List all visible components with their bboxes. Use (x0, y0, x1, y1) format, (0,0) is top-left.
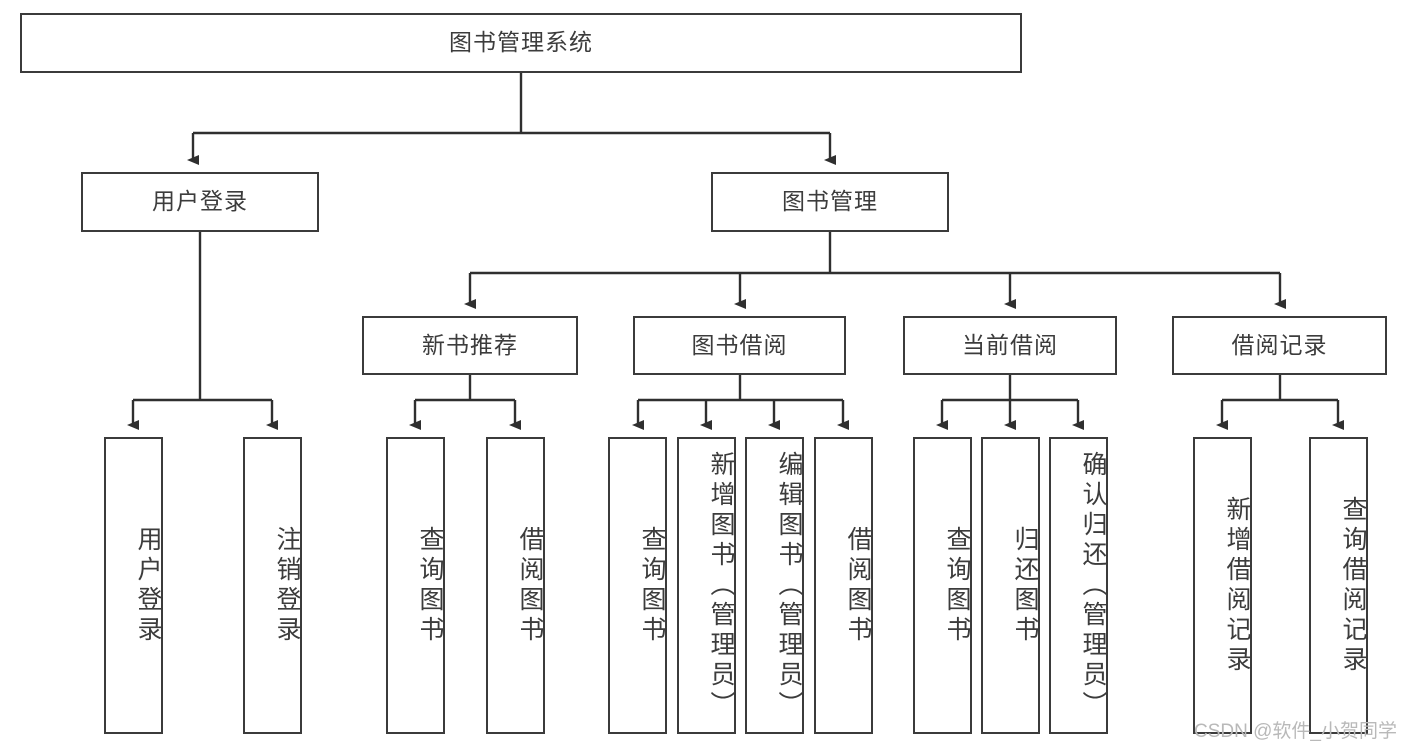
node-label: 借阅图书 (844, 525, 872, 646)
node-current-borrow[interactable]: 当前借阅 (903, 316, 1117, 375)
leaf-new-book-borrow[interactable]: 借阅图书 (486, 437, 545, 734)
node-label: 借阅图书 (516, 525, 544, 646)
csdn-watermark: CSDN @软件_小贺同学 (1194, 721, 1397, 742)
node-label: 查询图书 (416, 525, 444, 646)
node-label: 图书借阅 (691, 331, 788, 358)
node-label: 编辑图书（管理员） (775, 450, 803, 721)
node-label: 用户登录 (134, 525, 162, 646)
node-label: 查询图书 (638, 525, 666, 646)
node-label: 图书管理系统 (449, 29, 593, 56)
leaf-borrow-record-query[interactable]: 查询借阅记录 (1309, 437, 1368, 734)
leaf-new-book-query[interactable]: 查询图书 (386, 437, 445, 734)
node-label: 新增借阅记录 (1223, 495, 1251, 676)
leaf-user-login-logout[interactable]: 注销登录 (243, 437, 302, 734)
node-label: 图书管理 (782, 188, 878, 215)
node-book-management[interactable]: 图书管理 (711, 172, 949, 232)
leaf-book-borrow-add[interactable]: 新增图书（管理员） (677, 437, 736, 734)
leaf-user-login-login[interactable]: 用户登录 (104, 437, 163, 734)
leaf-current-borrow-confirm-return[interactable]: 确认归还（管理员） (1049, 437, 1108, 734)
node-label: 新书推荐 (422, 331, 518, 358)
node-label: 归还图书 (1011, 525, 1039, 646)
leaf-book-borrow-edit[interactable]: 编辑图书（管理员） (745, 437, 804, 734)
node-label: 注销登录 (273, 525, 301, 646)
node-borrow-record[interactable]: 借阅记录 (1172, 316, 1387, 375)
node-label: 借阅记录 (1231, 331, 1328, 358)
node-label: 查询图书 (943, 525, 971, 646)
node-label: 查询借阅记录 (1339, 495, 1367, 676)
node-label: 新增图书（管理员） (707, 450, 735, 721)
node-label: 当前借阅 (962, 331, 1058, 358)
node-label: 确认归还（管理员） (1079, 450, 1107, 721)
leaf-book-borrow-borrow[interactable]: 借阅图书 (814, 437, 873, 734)
node-book-borrow[interactable]: 图书借阅 (633, 316, 846, 375)
node-label: 用户登录 (152, 188, 248, 215)
leaf-current-borrow-query[interactable]: 查询图书 (913, 437, 972, 734)
node-new-book-recommend[interactable]: 新书推荐 (362, 316, 578, 375)
leaf-book-borrow-query[interactable]: 查询图书 (608, 437, 667, 734)
node-user-login[interactable]: 用户登录 (81, 172, 319, 232)
node-root-system[interactable]: 图书管理系统 (20, 13, 1022, 73)
leaf-borrow-record-add[interactable]: 新增借阅记录 (1193, 437, 1252, 734)
leaf-current-borrow-return[interactable]: 归还图书 (981, 437, 1040, 734)
